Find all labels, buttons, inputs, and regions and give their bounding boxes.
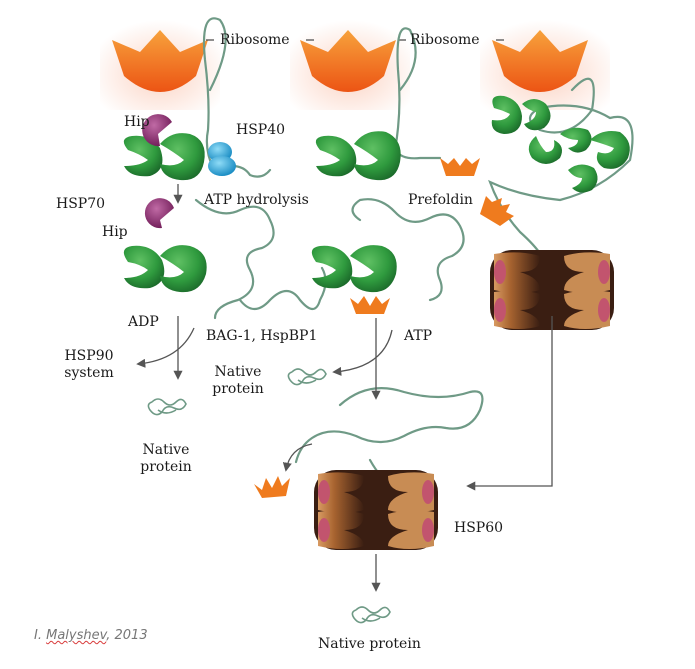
hsp70-mid-icon xyxy=(123,245,207,293)
native-protein-left-icon xyxy=(147,398,187,416)
pathway-arrows xyxy=(136,184,553,592)
label-hip-top: Hip xyxy=(124,114,150,130)
native-protein-mid-icon xyxy=(287,368,327,386)
hsp60-center-icon xyxy=(314,470,438,550)
label-hip-mid: Hip xyxy=(102,224,128,240)
hsp70-top-icon xyxy=(123,133,205,181)
prefoldin-mid-icon xyxy=(350,296,390,314)
label-hsp40: HSP40 xyxy=(236,122,286,138)
ribosome-3-icon xyxy=(480,20,610,110)
hsp70-cluster-right-icon xyxy=(491,95,630,193)
label-hsp90-system: HSP90 system xyxy=(54,348,124,382)
credit-name: Malyshev xyxy=(46,628,107,643)
hsp70-center-top-icon xyxy=(315,131,401,181)
label-native-mid-line2: protein xyxy=(212,381,264,397)
hip-mid-icon xyxy=(144,198,174,229)
label-native-bottom: Native protein xyxy=(318,636,421,652)
label-native-left-line2: protein xyxy=(140,459,192,475)
hsp40-icon xyxy=(208,142,236,176)
credit-initial: I. xyxy=(34,628,42,643)
label-ribosome-2: Ribosome xyxy=(410,32,480,48)
prefoldin-released-icon xyxy=(254,476,290,498)
prefoldin-top-icon xyxy=(440,158,480,176)
ribosome-2-icon xyxy=(290,20,410,110)
label-hsp70: HSP70 xyxy=(56,196,106,212)
label-hsp90-line2: system xyxy=(64,365,114,381)
hip-top-icon xyxy=(142,114,172,147)
label-hsp90-line1: HSP90 xyxy=(64,348,114,364)
label-prefoldin: Prefoldin xyxy=(408,192,473,208)
label-atp: ATP xyxy=(404,328,433,344)
label-atp-hydrolysis: ATP hydrolysis xyxy=(204,192,309,208)
prefoldin-right-icon xyxy=(480,196,514,226)
native-protein-bottom-icon xyxy=(351,606,391,624)
label-bag1-hspbp1: BAG-1, HspBP1 xyxy=(206,328,318,344)
credit-year: , 2013 xyxy=(106,628,148,643)
author-credit: I. Malyshev, 2013 xyxy=(34,628,148,643)
label-native-mid: Native protein xyxy=(206,364,270,398)
hsp60-right-icon xyxy=(490,250,614,330)
label-native-left-line1: Native xyxy=(142,442,190,458)
label-hsp60: HSP60 xyxy=(454,520,504,536)
label-ribosome-1: Ribosome xyxy=(220,32,290,48)
hsp70-center-mid-icon xyxy=(311,245,397,293)
label-adp: ADP xyxy=(128,314,159,330)
ribosome-1-icon xyxy=(100,20,220,110)
label-native-left: Native protein xyxy=(134,442,198,476)
label-native-mid-line1: Native xyxy=(214,364,262,380)
